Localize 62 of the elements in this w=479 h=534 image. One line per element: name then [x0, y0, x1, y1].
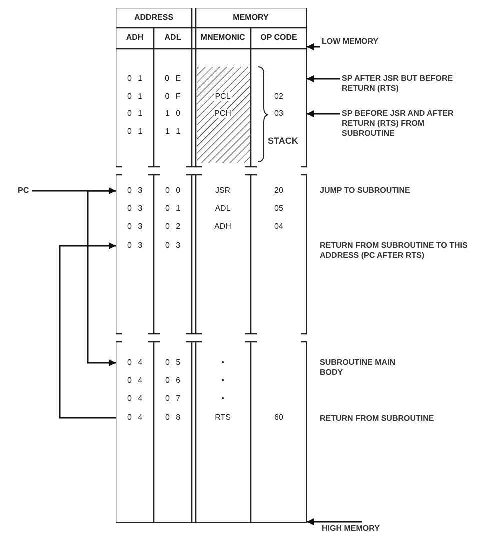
- arrow: [307, 518, 362, 526]
- opcode-value: 05: [274, 204, 284, 213]
- mnemonic-text: ADL: [214, 204, 232, 213]
- arrow: [307, 110, 340, 118]
- continuation-dot: •: [220, 358, 226, 367]
- address-digits: 0 1: [127, 92, 143, 102]
- address-digits: 0 3: [127, 186, 143, 196]
- continuation-dot: •: [220, 376, 226, 385]
- continuation-dot: •: [220, 394, 226, 403]
- column-header: OP CODE: [260, 33, 298, 43]
- address-digits: 0 5: [165, 358, 181, 368]
- address-digits: 0 4: [127, 413, 143, 423]
- address-digits: 0 3: [127, 241, 143, 251]
- address-digits: 0 1: [165, 204, 181, 214]
- address-digits: 0 6: [165, 376, 181, 386]
- opcode-value: 03: [274, 109, 284, 118]
- address-digits: 0 8: [165, 413, 181, 423]
- address-digits: 0 7: [165, 394, 181, 404]
- address-digits: 0 1: [127, 127, 143, 137]
- annotation-text: HIGH MEMORY: [322, 524, 392, 534]
- arrow: [307, 76, 340, 82]
- annotation-text: JUMP TO SUBROUTINE: [320, 186, 412, 196]
- arrow: [59, 242, 116, 419]
- opcode-value: 20: [274, 186, 284, 195]
- address-digits: 0 1: [127, 109, 143, 119]
- address-digits: 0 3: [127, 222, 143, 232]
- address-digits: 0 0: [165, 186, 181, 196]
- arrow: [32, 188, 116, 194]
- address-digits: 0 1: [127, 74, 143, 84]
- stack-label: STACK: [268, 136, 300, 146]
- mnemonic-text: RTS: [214, 413, 232, 422]
- annotation-text: SUBROUTINE MAIN BODY: [320, 358, 397, 378]
- annotation-text: LOW MEMORY: [322, 37, 392, 47]
- address-digits: 0 F: [165, 92, 181, 102]
- arrow: [87, 190, 116, 366]
- address-digits: 1 0: [165, 109, 181, 119]
- column-header: ADDRESS: [134, 13, 174, 23]
- column-header: MEMORY: [233, 13, 269, 23]
- arrow: [307, 44, 320, 50]
- mnemonic-text: JSR: [214, 186, 232, 195]
- column-header: MNEMONIC: [200, 33, 246, 43]
- address-digits: 1 1: [165, 127, 181, 137]
- address-digits: 0 E: [164, 74, 181, 84]
- address-digits: 0 2: [165, 222, 181, 232]
- address-digits: 0 4: [127, 358, 143, 368]
- opcode-value: 02: [274, 92, 284, 101]
- opcode-value: 04: [274, 222, 284, 231]
- column-header: ADH: [126, 33, 144, 43]
- address-digits: 0 4: [127, 394, 143, 404]
- opcode-value: 60: [274, 413, 284, 422]
- mnemonic-text: PCL: [214, 92, 232, 101]
- annotation-text: SP BEFORE JSR AND AFTER RETURN (RTS) FROM SUBROUTINE: [342, 109, 479, 139]
- mnemonic-text: ADH: [214, 222, 232, 231]
- address-digits: 0 3: [165, 241, 181, 251]
- address-digits: 0 3: [127, 204, 143, 214]
- annotation-text: RETURN FROM SUBROUTINE TO THIS ADDRESS (PC AFTER RTS): [320, 241, 469, 261]
- annotation-text: RETURN FROM SUBROUTINE: [320, 414, 436, 424]
- column-header: ADL: [164, 33, 182, 43]
- register-label: PC: [18, 186, 38, 196]
- annotation-text: SP AFTER JSR BUT BEFORE RETURN (RTS): [342, 74, 479, 94]
- address-digits: 0 4: [127, 376, 143, 386]
- mnemonic-text: PCH: [214, 109, 232, 118]
